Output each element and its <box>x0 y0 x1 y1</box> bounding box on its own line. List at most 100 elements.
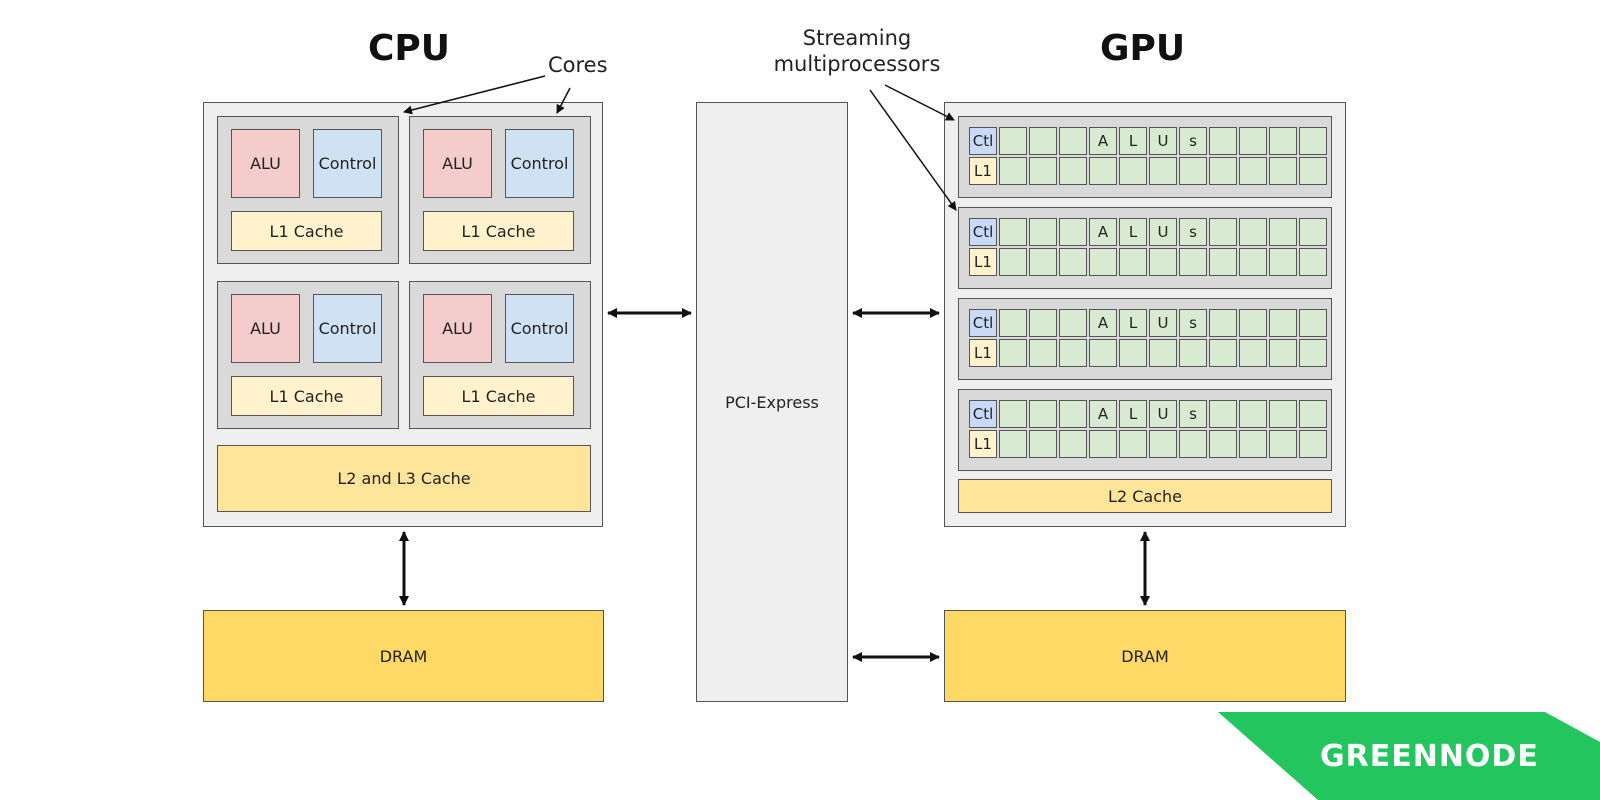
sm-alu-cell <box>999 157 1027 185</box>
sm-alu-cell: L <box>1119 400 1147 428</box>
cpu-core-4-control: Control <box>505 294 574 363</box>
sm-alu-cell <box>1269 309 1297 337</box>
sm-alu-cell: L <box>1119 127 1147 155</box>
sm-alu-cell <box>1089 430 1117 458</box>
sm-alu-cell <box>1239 400 1267 428</box>
sm-alu-cell <box>1179 339 1207 367</box>
cpu-core-1-l1-cache: L1 Cache <box>231 211 382 251</box>
sm-alu-cell: s <box>1179 218 1207 246</box>
sm-alu-cell <box>1059 339 1087 367</box>
sm-alu-cell <box>1059 157 1087 185</box>
sm-alu-cell: A <box>1089 400 1117 428</box>
sm-alu-cell: A <box>1089 218 1117 246</box>
logo-green-banner <box>1218 712 1600 800</box>
sm-leader-1 <box>884 84 955 121</box>
sm-alu-cell <box>1299 309 1327 337</box>
sm-l1-cell: L1 <box>969 339 997 367</box>
streaming-multiprocessors-callout: Streaming multiprocessors <box>752 25 962 77</box>
sm-alu-cell <box>1209 339 1237 367</box>
sm-alu-cell: U <box>1149 400 1177 428</box>
sm-alu-cell <box>1209 400 1237 428</box>
sm-alu-cell <box>1149 430 1177 458</box>
sm-alu-cell <box>1299 339 1327 367</box>
cpu-dram: DRAM <box>203 610 604 702</box>
sm-alu-cell <box>1029 127 1057 155</box>
cpu-core-3-alu: ALU <box>231 294 300 363</box>
sm-alu-cell: U <box>1149 218 1177 246</box>
sm-alu-cell <box>999 430 1027 458</box>
cpu-core-2-alu: ALU <box>423 129 492 198</box>
sm-alu-cell <box>1059 248 1087 276</box>
cpu-core-3-l1-cache: L1 Cache <box>231 376 382 416</box>
sm-alu-cell <box>1299 248 1327 276</box>
sm-alu-cell <box>1209 248 1237 276</box>
sm-alu-cell <box>999 127 1027 155</box>
sm-alu-cell <box>1089 248 1117 276</box>
sm-alu-cell <box>1029 400 1057 428</box>
callout-line-1: Streaming <box>802 26 912 50</box>
sm-l1-cell: L1 <box>969 248 997 276</box>
cpu-core-4-l1-cache: L1 Cache <box>423 376 574 416</box>
sm-alu-cell <box>1269 339 1297 367</box>
sm-alu-cell <box>1239 339 1267 367</box>
sm-alu-cell <box>1179 430 1207 458</box>
sm-alu-cell <box>1239 157 1267 185</box>
sm-l1-cell: L1 <box>969 430 997 458</box>
sm-alu-cell: s <box>1179 400 1207 428</box>
sm-alu-cell <box>1239 127 1267 155</box>
sm-alu-cell <box>1029 157 1057 185</box>
sm-alu-cell <box>1149 339 1177 367</box>
sm-alu-cell <box>1119 430 1147 458</box>
cpu-core-4-alu: ALU <box>423 294 492 363</box>
sm-alu-cell <box>999 218 1027 246</box>
sm-alu-cell <box>1059 218 1087 246</box>
sm-alu-cell <box>999 309 1027 337</box>
sm-alu-cell <box>1299 127 1327 155</box>
sm-alu-cell <box>1029 339 1057 367</box>
sm-alu-cell <box>1299 218 1327 246</box>
sm-alu-cell <box>1029 218 1057 246</box>
cpu-l2-l3-cache: L2 and L3 Cache <box>217 445 591 512</box>
sm-alu-cell <box>1119 157 1147 185</box>
sm-alu-cell <box>1269 248 1297 276</box>
sm-control-cell: Ctl <box>969 127 997 155</box>
gpu-l2-cache: L2 Cache <box>958 479 1332 513</box>
sm-control-cell: Ctl <box>969 309 997 337</box>
sm-alu-cell <box>999 339 1027 367</box>
sm-alu-cell: s <box>1179 127 1207 155</box>
sm-alu-cell <box>1179 248 1207 276</box>
cores-leader-2 <box>556 87 571 114</box>
cpu-core-1-alu: ALU <box>231 129 300 198</box>
sm-alu-cell <box>1089 157 1117 185</box>
sm-alu-cell <box>1209 157 1237 185</box>
sm-alu-cell <box>1209 218 1237 246</box>
sm-alu-cell: L <box>1119 218 1147 246</box>
sm-alu-cell <box>1239 309 1267 337</box>
sm-alu-cell <box>1119 339 1147 367</box>
sm-alu-cell <box>1179 157 1207 185</box>
sm-alu-cell: s <box>1179 309 1207 337</box>
sm-control-cell: Ctl <box>969 400 997 428</box>
sm-alu-cell: U <box>1149 127 1177 155</box>
sm-alu-cell <box>1059 430 1087 458</box>
sm-leader-2 <box>869 89 957 211</box>
callout-line-2: multiprocessors <box>773 52 941 76</box>
sm-alu-cell <box>1269 127 1297 155</box>
sm-alu-cell <box>1239 248 1267 276</box>
sm-alu-cell <box>1029 430 1057 458</box>
sm-alu-cell: A <box>1089 127 1117 155</box>
sm-control-cell: Ctl <box>969 218 997 246</box>
cpu-title: CPU <box>368 28 451 69</box>
sm-alu-cell <box>1149 157 1177 185</box>
sm-alu-cell <box>1089 339 1117 367</box>
sm-alu-cell <box>1269 157 1297 185</box>
pci-express-bus: PCI-Express <box>696 102 848 702</box>
sm-alu-cell <box>1299 430 1327 458</box>
cpu-core-3-control: Control <box>313 294 382 363</box>
sm-alu-cell <box>1119 248 1147 276</box>
